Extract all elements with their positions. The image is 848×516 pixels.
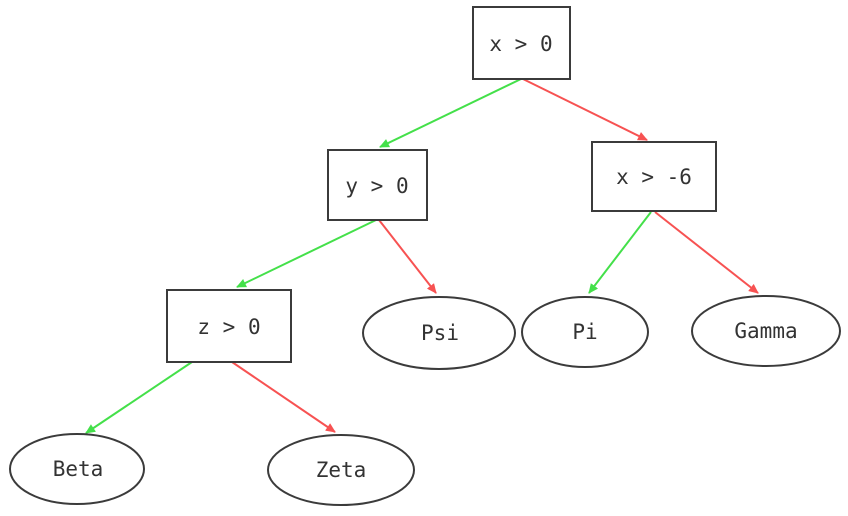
decision-node-xm6-label: x > -6 (616, 165, 692, 189)
leaf-node-pi-label: Pi (572, 320, 597, 344)
edge-z0-to-beta-true (85, 361, 193, 434)
decision-node-y0-label: y > 0 (345, 174, 408, 198)
leaf-node-gamma-label: Gamma (734, 319, 797, 343)
leaf-node-psi-ellipse (362, 296, 516, 370)
leaf-node-pi: Pi (521, 296, 649, 368)
leaf-node-beta: Beta (9, 433, 145, 505)
edge-y0-to-z0-true (236, 219, 377, 288)
edge-y0-to-psi-false (378, 219, 437, 294)
decision-node-xm6-box (591, 141, 717, 212)
leaf-node-zeta: Zeta (267, 434, 415, 506)
decision-node-z0-label: z > 0 (197, 315, 260, 339)
leaf-node-beta-ellipse (9, 433, 145, 505)
leaf-node-gamma-ellipse (691, 295, 841, 367)
leaf-node-pi-ellipse (521, 296, 649, 368)
decision-node-z0-box (166, 289, 292, 363)
leaf-node-zeta-ellipse (267, 434, 415, 506)
edge-xm6-to-gamma-false (654, 211, 759, 294)
decision-node-root: x > 0 (472, 6, 571, 80)
decision-node-y0: y > 0 (327, 149, 428, 221)
edge-z0-to-zeta-false (231, 361, 336, 433)
decision-node-root-label: x > 0 (489, 32, 552, 56)
leaf-node-beta-label: Beta (53, 457, 104, 481)
decision-node-y0-box (327, 149, 428, 221)
leaf-node-zeta-label: Zeta (316, 458, 367, 482)
decision-node-root-box (472, 6, 571, 80)
decision-node-xm6: x > -6 (591, 141, 717, 212)
edge-root-to-y0-true (379, 78, 522, 148)
edge-xm6-to-pi-true (588, 211, 652, 294)
leaf-node-gamma: Gamma (691, 295, 841, 367)
edge-root-to-xm6-false (522, 78, 648, 141)
leaf-node-psi: Psi (362, 296, 516, 370)
leaf-node-psi-label: Psi (421, 321, 459, 345)
decision-node-z0: z > 0 (166, 289, 292, 363)
